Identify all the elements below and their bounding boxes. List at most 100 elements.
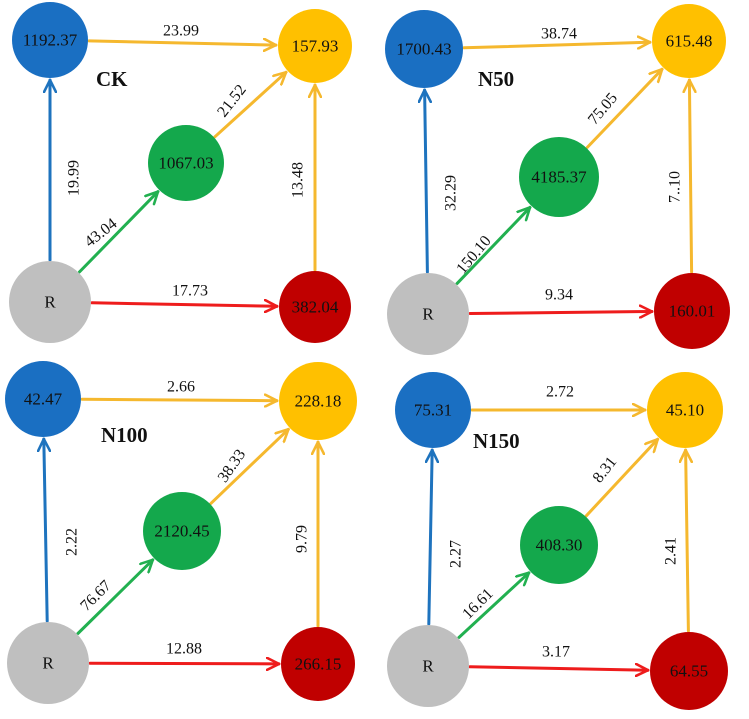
arrow-gray-to-red (468, 312, 654, 314)
edge-label-gray-to-red: 9.34 (545, 287, 573, 304)
edge-label-gray-to-red: 17.73 (172, 283, 208, 300)
node-gray-circle (387, 273, 469, 355)
node-red: 266.15 (281, 627, 355, 701)
arrow-green-to-yellow (584, 437, 660, 518)
node-gray-circle (7, 622, 89, 704)
node-gray: R (387, 273, 469, 355)
node-green-circle (143, 492, 221, 570)
arrow-green-to-yellow (209, 427, 290, 505)
arrow-red-to-yellow (686, 448, 689, 633)
edge-label-red-to-yellow: 7..10 (667, 171, 684, 203)
node-red-value: 160.01 (669, 302, 716, 321)
node-blue: 1700.43 (385, 10, 463, 88)
node-red-value: 64.55 (670, 662, 708, 681)
node-green-value: 2120.45 (154, 522, 209, 541)
node-blue: 75.31 (395, 372, 471, 448)
edge-label-gray-to-green: 76.67 (77, 577, 114, 614)
arrow-blue-to-yellow (80, 399, 279, 400)
node-yellow: 228.18 (279, 362, 357, 440)
node-blue-circle (12, 2, 88, 78)
arrow-gray-to-red (88, 663, 281, 664)
node-blue-circle (5, 361, 81, 437)
arrow-gray-to-red (468, 667, 650, 670)
arrow-gray-to-red (90, 303, 279, 307)
node-blue-circle (395, 372, 471, 448)
node-green: 408.30 (520, 506, 598, 584)
node-green-circle (148, 125, 224, 201)
edge-label-red-to-yellow: 9.79 (294, 525, 311, 553)
node-blue: 1192.37 (12, 2, 88, 78)
node-gray-value: R (42, 654, 54, 673)
edge-label-green-to-yellow: 75.05 (585, 90, 621, 129)
node-red-value: 266.15 (295, 655, 342, 674)
edge-label-gray-to-blue: 32.29 (443, 175, 460, 211)
node-yellow: 45.10 (647, 372, 723, 448)
node-yellow-value: 228.18 (295, 392, 342, 411)
edge-label-gray-to-red: 3.17 (542, 644, 570, 661)
node-green: 4185.37 (519, 137, 599, 217)
edge-label-blue-to-yellow: 38.74 (541, 26, 577, 43)
node-gray-value: R (422, 657, 434, 676)
arrow-blue-to-yellow (462, 42, 652, 48)
node-red-circle (279, 271, 351, 343)
node-blue-circle (385, 10, 463, 88)
node-red: 64.55 (650, 632, 728, 710)
node-yellow: 615.48 (652, 4, 726, 78)
panel-title: N100 (101, 423, 148, 447)
node-red-circle (654, 273, 730, 349)
arrow-gray-to-green (457, 571, 531, 639)
node-yellow-circle (647, 372, 723, 448)
node-yellow-circle (279, 362, 357, 440)
node-green: 2120.45 (143, 492, 221, 570)
node-gray: R (7, 622, 89, 704)
node-yellow-circle (278, 9, 352, 83)
edge-label-green-to-yellow: 8.31 (590, 454, 621, 487)
panel-n50: 1700.43 615.48 4185.37 160.01 R 38.74 32.29 150… (385, 4, 730, 355)
edge-label-red-to-yellow: 13.48 (290, 162, 307, 198)
node-yellow-value: 45.10 (666, 401, 704, 420)
node-gray-circle (387, 625, 469, 707)
node-red-circle (281, 627, 355, 701)
node-green-value: 1067.03 (158, 154, 213, 173)
node-gray: R (9, 261, 91, 343)
node-blue: 42.47 (5, 361, 81, 437)
arrow-green-to-yellow (585, 67, 664, 149)
edge-label-gray-to-red: 12.88 (166, 641, 202, 658)
node-yellow-value: 615.48 (666, 32, 713, 51)
node-red: 382.04 (279, 271, 351, 343)
arrow-gray-to-green (76, 558, 155, 635)
node-red: 160.01 (654, 273, 730, 349)
node-green-value: 4185.37 (531, 168, 587, 187)
edge-label-gray-to-green: 16.61 (459, 585, 496, 622)
panel-title: N50 (478, 67, 514, 91)
node-green-circle (520, 506, 598, 584)
arrow-gray-to-green (455, 205, 532, 286)
node-gray-value: R (422, 305, 434, 324)
edge-label-red-to-yellow: 2.41 (663, 537, 680, 565)
arrow-gray-to-blue (425, 88, 428, 274)
node-gray: R (387, 625, 469, 707)
arrow-gray-to-green (77, 190, 160, 274)
edge-label-blue-to-yellow: 2.72 (546, 384, 574, 401)
node-green-circle (519, 137, 599, 217)
node-red-circle (650, 632, 728, 710)
arrow-green-to-yellow (213, 70, 288, 139)
edge-label-gray-to-blue: 2.22 (64, 528, 81, 556)
edge-label-green-to-yellow: 21.52 (214, 82, 250, 121)
edge-label-blue-to-yellow: 2.66 (167, 379, 195, 396)
arrow-blue-to-yellow (87, 41, 278, 45)
node-blue-value: 1192.37 (23, 31, 78, 50)
panel-title: N150 (473, 429, 520, 453)
arrow-red-to-yellow (689, 78, 691, 274)
edge-label-gray-to-blue: 19.99 (66, 160, 83, 196)
node-red-value: 382.04 (292, 298, 339, 317)
panel-n100: 42.47 228.18 2120.45 266.15 R 2.66 2.22 76.67 38… (5, 361, 357, 704)
edge-label-green-to-yellow: 38.33 (215, 446, 250, 485)
panel-title: CK (96, 67, 128, 91)
node-green-value: 408.30 (536, 536, 583, 555)
edge-label-gray-to-green: 150.10 (453, 233, 494, 278)
arrow-gray-to-blue (44, 437, 47, 623)
